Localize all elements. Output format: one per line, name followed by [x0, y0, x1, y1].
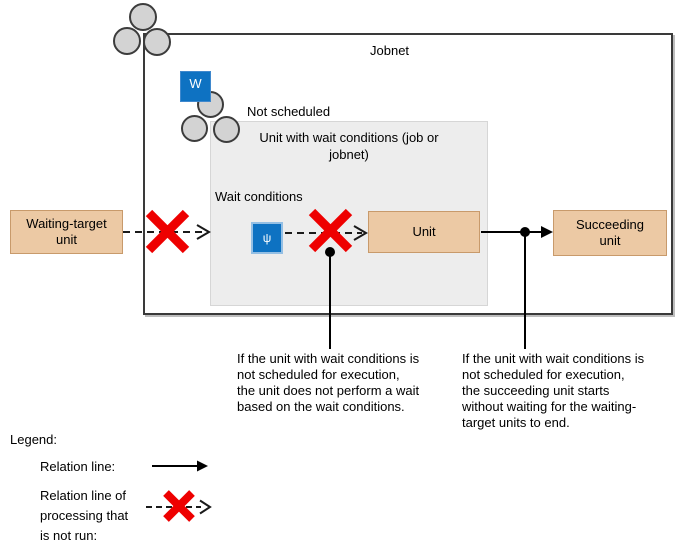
jobnet-icon-circle [129, 3, 157, 31]
jobnet-boundary-box [143, 33, 673, 315]
unit-box: Unit [368, 211, 480, 253]
legend-not-run-line-label: Relation line of processing that is not … [40, 488, 129, 543]
jobnet-icon-circle [213, 116, 240, 143]
legend-title: Legend: [10, 432, 57, 447]
jobnet-label: Jobnet [370, 43, 410, 58]
wait-conditions-label: Wait conditions [215, 189, 303, 204]
legend-relation-line-label: Relation line: [40, 459, 116, 474]
note-succeeding-unit: If the unit with wait conditions is not … [462, 351, 645, 430]
wait-status-icon: W [180, 71, 211, 102]
filled-arrowhead-icon [197, 460, 208, 472]
note-unit-not-scheduled: If the unit with wait conditions is not … [237, 351, 420, 414]
waiting-target-unit-box: Waiting-target unit [10, 210, 123, 254]
jobnet-icon-circle [143, 28, 171, 56]
open-arrowhead-icon [199, 499, 212, 515]
jobnet-icon-circle [181, 115, 208, 142]
succeeding-unit-box: Succeeding unit [553, 210, 667, 256]
unit-with-wait-conditions-label: Unit with wait conditions (job or jobnet… [259, 130, 439, 162]
wait-condition-icon: ψ [251, 222, 283, 254]
jobnet-icon-circle [113, 27, 141, 55]
not-run-x-icon [163, 490, 195, 522]
not-scheduled-label: Not scheduled [247, 104, 331, 119]
